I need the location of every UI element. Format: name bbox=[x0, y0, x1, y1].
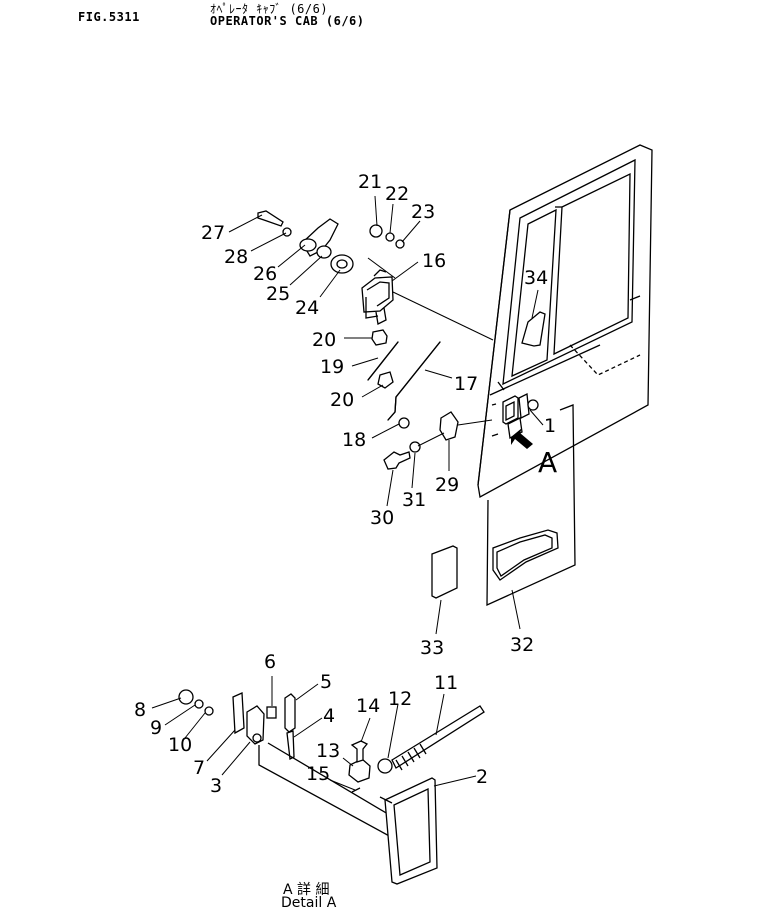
callout-29: 29 bbox=[435, 474, 459, 496]
part-28-washer bbox=[282, 227, 292, 237]
callout-19: 19 bbox=[320, 356, 344, 378]
cab-door-frame bbox=[477, 144, 653, 499]
callout-20b: 20 bbox=[330, 389, 354, 411]
part-27-bolt bbox=[257, 210, 284, 227]
detail-caption-japanese: A 詳 細 bbox=[283, 882, 330, 898]
callout-6: 6 bbox=[264, 651, 276, 673]
part-29-striker bbox=[439, 411, 459, 441]
part-26-handle bbox=[299, 218, 339, 257]
callout-22: 22 bbox=[385, 183, 409, 205]
callout-9: 9 bbox=[150, 717, 162, 739]
callout-16: 16 bbox=[422, 250, 446, 272]
callout-26: 26 bbox=[253, 263, 277, 285]
part-34-tab bbox=[521, 311, 546, 347]
leader-lines bbox=[151, 195, 544, 791]
callout-27: 27 bbox=[201, 222, 225, 244]
callout-18: 18 bbox=[342, 429, 366, 451]
callout-3: 3 bbox=[210, 775, 222, 797]
callout-10: 10 bbox=[168, 734, 192, 756]
view-marker-a: A bbox=[538, 446, 557, 479]
callout-17: 17 bbox=[454, 373, 478, 395]
callout-25: 25 bbox=[266, 283, 290, 305]
callout-5: 5 bbox=[320, 671, 332, 693]
part-19-20-link bbox=[367, 329, 399, 389]
callout-15: 15 bbox=[306, 763, 330, 785]
callout-20a: 20 bbox=[312, 329, 336, 351]
part-30-bolt bbox=[383, 451, 411, 470]
lower-door-panel bbox=[486, 404, 576, 607]
part-21-bolt bbox=[369, 224, 383, 238]
callout-31: 31 bbox=[402, 489, 426, 511]
callout-7: 7 bbox=[193, 757, 205, 779]
callout-12: 12 bbox=[388, 688, 412, 710]
part-31-washer bbox=[409, 441, 421, 453]
callout-8: 8 bbox=[134, 699, 146, 721]
part-16-bracket bbox=[361, 269, 394, 325]
callout-2: 2 bbox=[476, 766, 488, 788]
callout-34: 34 bbox=[524, 267, 548, 289]
callout-28: 28 bbox=[224, 246, 248, 268]
callout-1: 1 bbox=[544, 415, 556, 437]
door-lock-assembly bbox=[491, 392, 539, 439]
callout-23: 23 bbox=[411, 201, 435, 223]
callout-13: 13 bbox=[316, 740, 340, 762]
part-22-washer bbox=[385, 232, 395, 242]
part-24-knob bbox=[330, 254, 354, 274]
part-25-washer bbox=[316, 245, 332, 259]
callout-24: 24 bbox=[295, 297, 319, 319]
figure-title-english: OPERATOR'S CAB (6/6) bbox=[210, 14, 365, 28]
part-18-nut bbox=[398, 417, 410, 429]
callout-14: 14 bbox=[356, 695, 380, 717]
figure-number: FIG.5311 bbox=[78, 10, 140, 24]
detail-a-components bbox=[178, 689, 485, 885]
callout-numbers: 1 2 3 4 5 6 7 8 9 10 11 12 13 14 15 16 1… bbox=[134, 171, 557, 797]
callout-4: 4 bbox=[323, 705, 335, 727]
callout-21: 21 bbox=[358, 171, 382, 193]
view-arrow bbox=[511, 428, 533, 449]
callout-32: 32 bbox=[510, 634, 534, 656]
callout-11: 11 bbox=[434, 672, 458, 694]
callout-30: 30 bbox=[370, 507, 394, 529]
part-33-plate bbox=[431, 545, 458, 599]
detail-caption-english: Detail A bbox=[281, 895, 337, 911]
callout-33: 33 bbox=[420, 637, 444, 659]
figure-title-japanese: ｵﾍﾟﾚｰﾀ ｷｬﾌﾞ (6/6) bbox=[210, 2, 329, 16]
